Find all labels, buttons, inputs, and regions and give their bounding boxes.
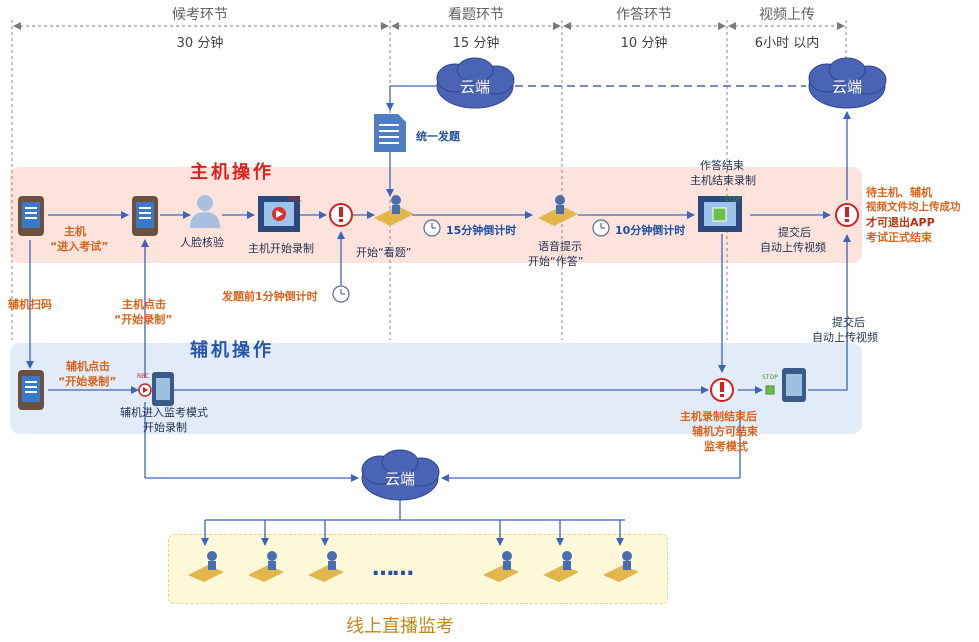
phase-time-4: 6小时 以内 (754, 36, 820, 51)
alert-icon-pre-view (329, 203, 353, 227)
final-line2: 视频文件均上传成功 (866, 201, 961, 213)
face-check-label: 人脸核验 (180, 236, 224, 249)
alert-icon-aux-end (710, 378, 734, 402)
aux-monitor-line1: 辅机进入监考模式 (120, 406, 208, 419)
clock-icon-10 (592, 219, 610, 237)
host-submit-line1: 提交后 (778, 226, 811, 239)
aux-stop-badge: STOP (762, 374, 778, 381)
phase-time-2: 15 分钟 (452, 36, 500, 51)
aux-phone-icon (18, 370, 44, 410)
cloud-top-left-label: 云端 (459, 78, 490, 96)
final-line4: 考试正式结束 (866, 231, 932, 244)
voice-prompt-line1: 语音提示 (538, 240, 582, 253)
view-question-person-icon (374, 195, 414, 226)
aux-click-line2: “开始录制” (58, 375, 117, 388)
live-monitor-person-icon-3 (308, 551, 344, 582)
live-monitor-person-icon-2 (248, 551, 284, 582)
live-monitor-title: 线上直播监考 (346, 616, 454, 637)
pre-countdown-label: 发题前1分钟倒计时 (222, 290, 318, 303)
live-monitor-person-icon-5 (543, 551, 579, 582)
cloud-top-left-shape (436, 57, 515, 109)
host-phone-icon-2 (132, 196, 158, 236)
aux-rec-badge: REC (137, 373, 150, 380)
host-stop-recorder-icon (698, 196, 742, 232)
cloud-bottom-label: 云端 (384, 470, 415, 488)
face-check-person-icon (190, 195, 220, 228)
aux-stop-camera-icon (765, 368, 806, 402)
aux-rec-camera-icon (138, 372, 174, 406)
final-line1: 待主机、辅机 (866, 186, 932, 199)
phase-label-2: 看题环节 (448, 7, 504, 23)
phase-label-4: 视频上传 (759, 7, 815, 23)
voice-prompt-line2: 开始“作答” (528, 255, 584, 268)
aux-end-line2: 辅机方可结束 (692, 425, 758, 438)
cloud-top-right-shape (808, 57, 887, 109)
host-enter-exam-line1: 主机 (64, 225, 86, 238)
host-start-recorder-icon (258, 196, 300, 232)
countdown-15-label: 15分钟倒计时 (446, 224, 517, 237)
clock-icon-pre (332, 285, 350, 303)
host-click-line1: 主机点击 (122, 298, 166, 311)
clock-icon-15 (423, 219, 441, 237)
answer-person-icon (538, 195, 578, 226)
phase-label-1: 候考环节 (172, 7, 228, 23)
live-monitor-person-icon-1 (188, 551, 224, 582)
live-monitor-person-icon-6 (603, 551, 639, 582)
end-answer-line2: 主机结束录制 (690, 174, 756, 187)
end-answer-line1: 作答结束 (700, 159, 744, 172)
live-monitor-band (168, 534, 668, 604)
host-stop-badge: STOP (725, 196, 741, 203)
alert-icon-final (835, 203, 859, 227)
final-line3: 才可退出APP (866, 216, 935, 229)
cloud-bottom-shape (361, 449, 440, 501)
aux-band-title: 辅机操作 (190, 340, 274, 361)
aux-submit-line2: 自动上传视频 (812, 331, 878, 344)
host-submit-line2: 自动上传视频 (760, 241, 826, 254)
live-monitor-person-icon-4 (483, 551, 519, 582)
countdown-10-label: 10分钟倒计时 (615, 224, 686, 237)
live-monitor-icons (188, 551, 639, 582)
unified-issue-label: 统一发题 (416, 130, 460, 143)
aux-monitor-line2: 开始录制 (143, 421, 187, 434)
phase-time-1: 30 分钟 (176, 36, 224, 51)
unified-issue-document-icon (374, 114, 406, 152)
cloud-top-right-label: 云端 (831, 78, 862, 96)
host-phone-icon-1 (18, 196, 44, 236)
host-click-line2: “开始录制” (114, 313, 173, 326)
aux-scan-label: 辅机扫码 (8, 298, 52, 311)
host-rec-badge: REC (289, 196, 302, 203)
host-band-title: 主机操作 (190, 162, 274, 183)
flow-arrows (26, 85, 851, 546)
start-view-label: 开始“看题” (356, 246, 412, 259)
host-enter-exam-line2: “进入考试” (50, 240, 109, 253)
aux-click-line1: 辅机点击 (66, 360, 110, 373)
aux-end-line3: 监考模式 (704, 440, 748, 453)
phase-label-3: 作答环节 (616, 7, 672, 23)
live-ellipsis: …… (372, 556, 414, 581)
aux-end-line1: 主机录制结束后 (680, 410, 757, 423)
phase-time-3: 10 分钟 (620, 36, 668, 51)
start-record-label: 主机开始录制 (248, 242, 314, 255)
aux-submit-line1: 提交后 (832, 316, 865, 329)
